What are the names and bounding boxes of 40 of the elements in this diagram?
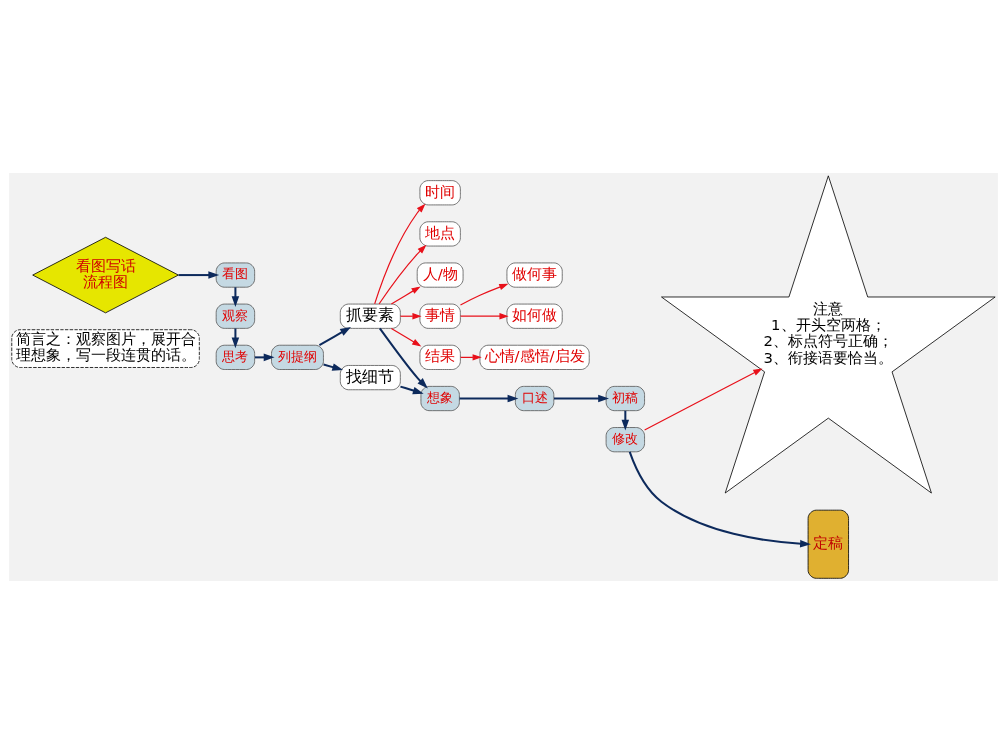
node-box: 口述 — [514, 385, 555, 411]
node-box: 修改 — [605, 426, 645, 452]
node-box: 思考 — [215, 344, 256, 370]
arrow — [644, 367, 763, 431]
node-box: 想象 — [420, 385, 460, 411]
node-box: 初稿 — [605, 385, 645, 411]
node-box: 结果 — [419, 344, 461, 370]
arrow — [318, 326, 351, 346]
arrow — [459, 312, 509, 319]
arrow — [554, 394, 609, 402]
node-box: 观察 — [215, 303, 256, 329]
arrow — [390, 285, 421, 305]
arrow — [231, 327, 240, 348]
node-box: 如何做 — [506, 303, 563, 329]
node-diamond: 看图写话 流程图 — [32, 236, 179, 313]
arrow — [390, 327, 422, 346]
arrow — [378, 244, 427, 305]
node-box: 列提纲 — [271, 344, 324, 370]
node-box: 找细节 — [339, 364, 401, 390]
node-box: 地点 — [419, 220, 461, 246]
arrow — [621, 410, 630, 430]
arrow — [254, 353, 275, 361]
arrow — [459, 394, 519, 402]
arrow — [628, 451, 811, 547]
arrow — [374, 203, 426, 305]
node-box: 时间 — [419, 179, 461, 205]
arrow — [178, 270, 220, 279]
node-box: 人/物 — [416, 262, 464, 288]
arrow — [379, 327, 428, 388]
arrow — [400, 385, 424, 394]
node-box: 定稿 — [807, 509, 849, 579]
node-box: 心情/感悟/启发 — [479, 344, 590, 370]
node-box: 做何事 — [506, 262, 563, 288]
arrow — [323, 363, 344, 371]
node-box: 看图 — [215, 262, 256, 288]
node-box: 抓要素 — [339, 303, 401, 329]
arrow — [231, 286, 240, 307]
node-box: 事情 — [419, 303, 461, 329]
node-box: 简言之：观察图片，展开合理想象，写一段连贯的话。 — [11, 328, 200, 368]
arrow — [459, 283, 509, 306]
